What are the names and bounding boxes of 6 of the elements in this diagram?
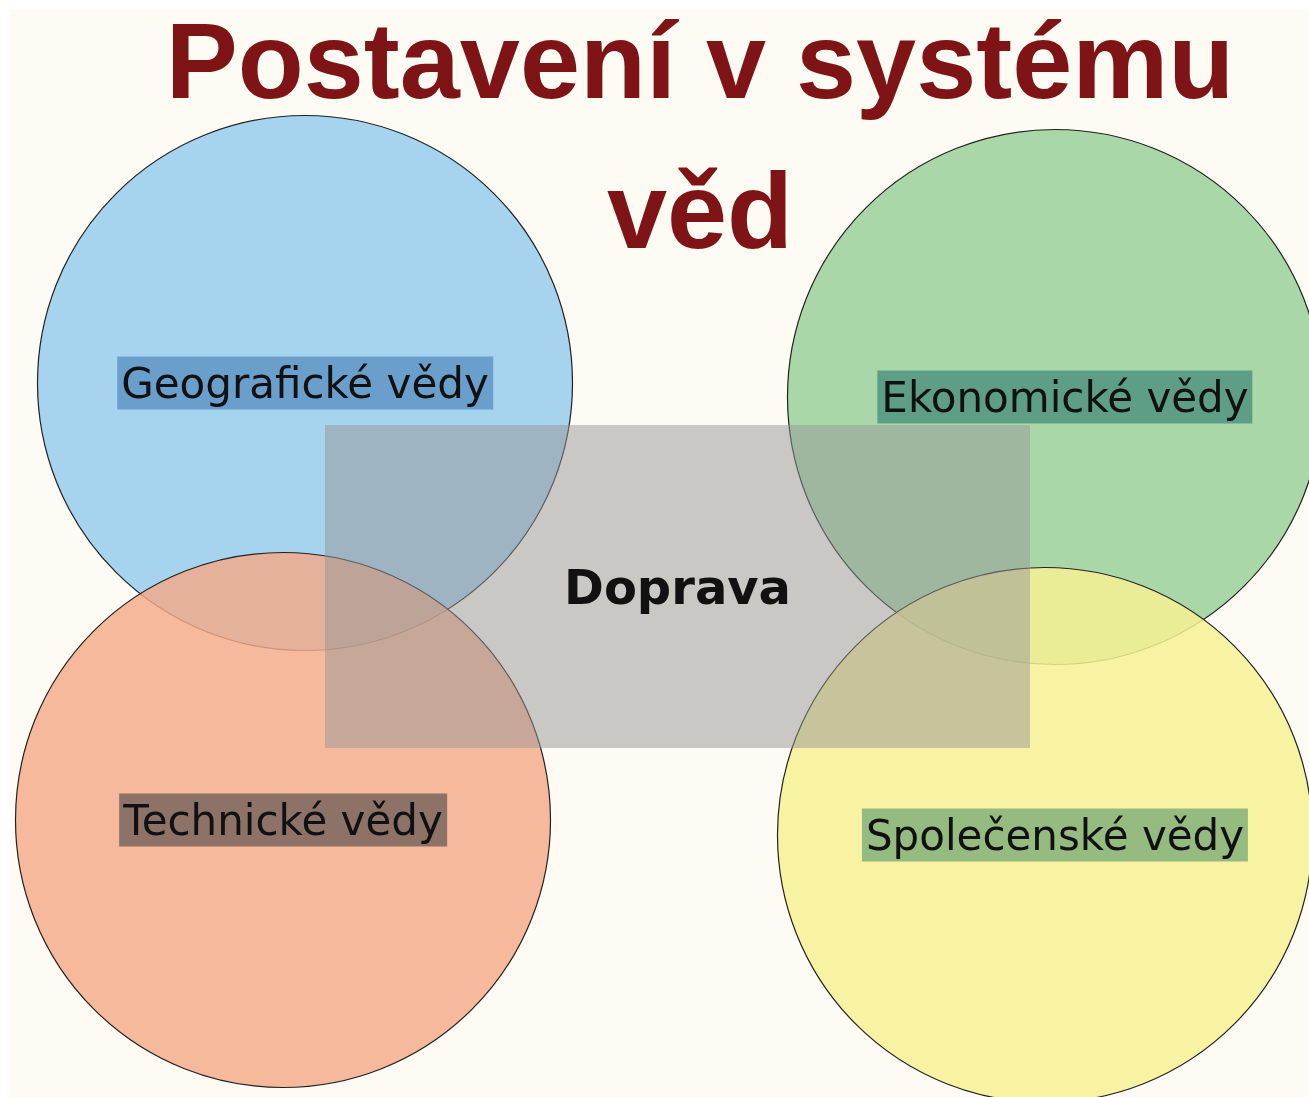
circle-label: Ekonomické vědy [877,370,1253,424]
circle-label: Společenské vědy [861,808,1249,862]
title: Postavení v systému věd [164,0,1236,273]
center-label: Doprava [563,557,792,617]
circle-label: Geografické vědy [117,356,493,410]
circle-label: Technické vědy [119,793,447,847]
